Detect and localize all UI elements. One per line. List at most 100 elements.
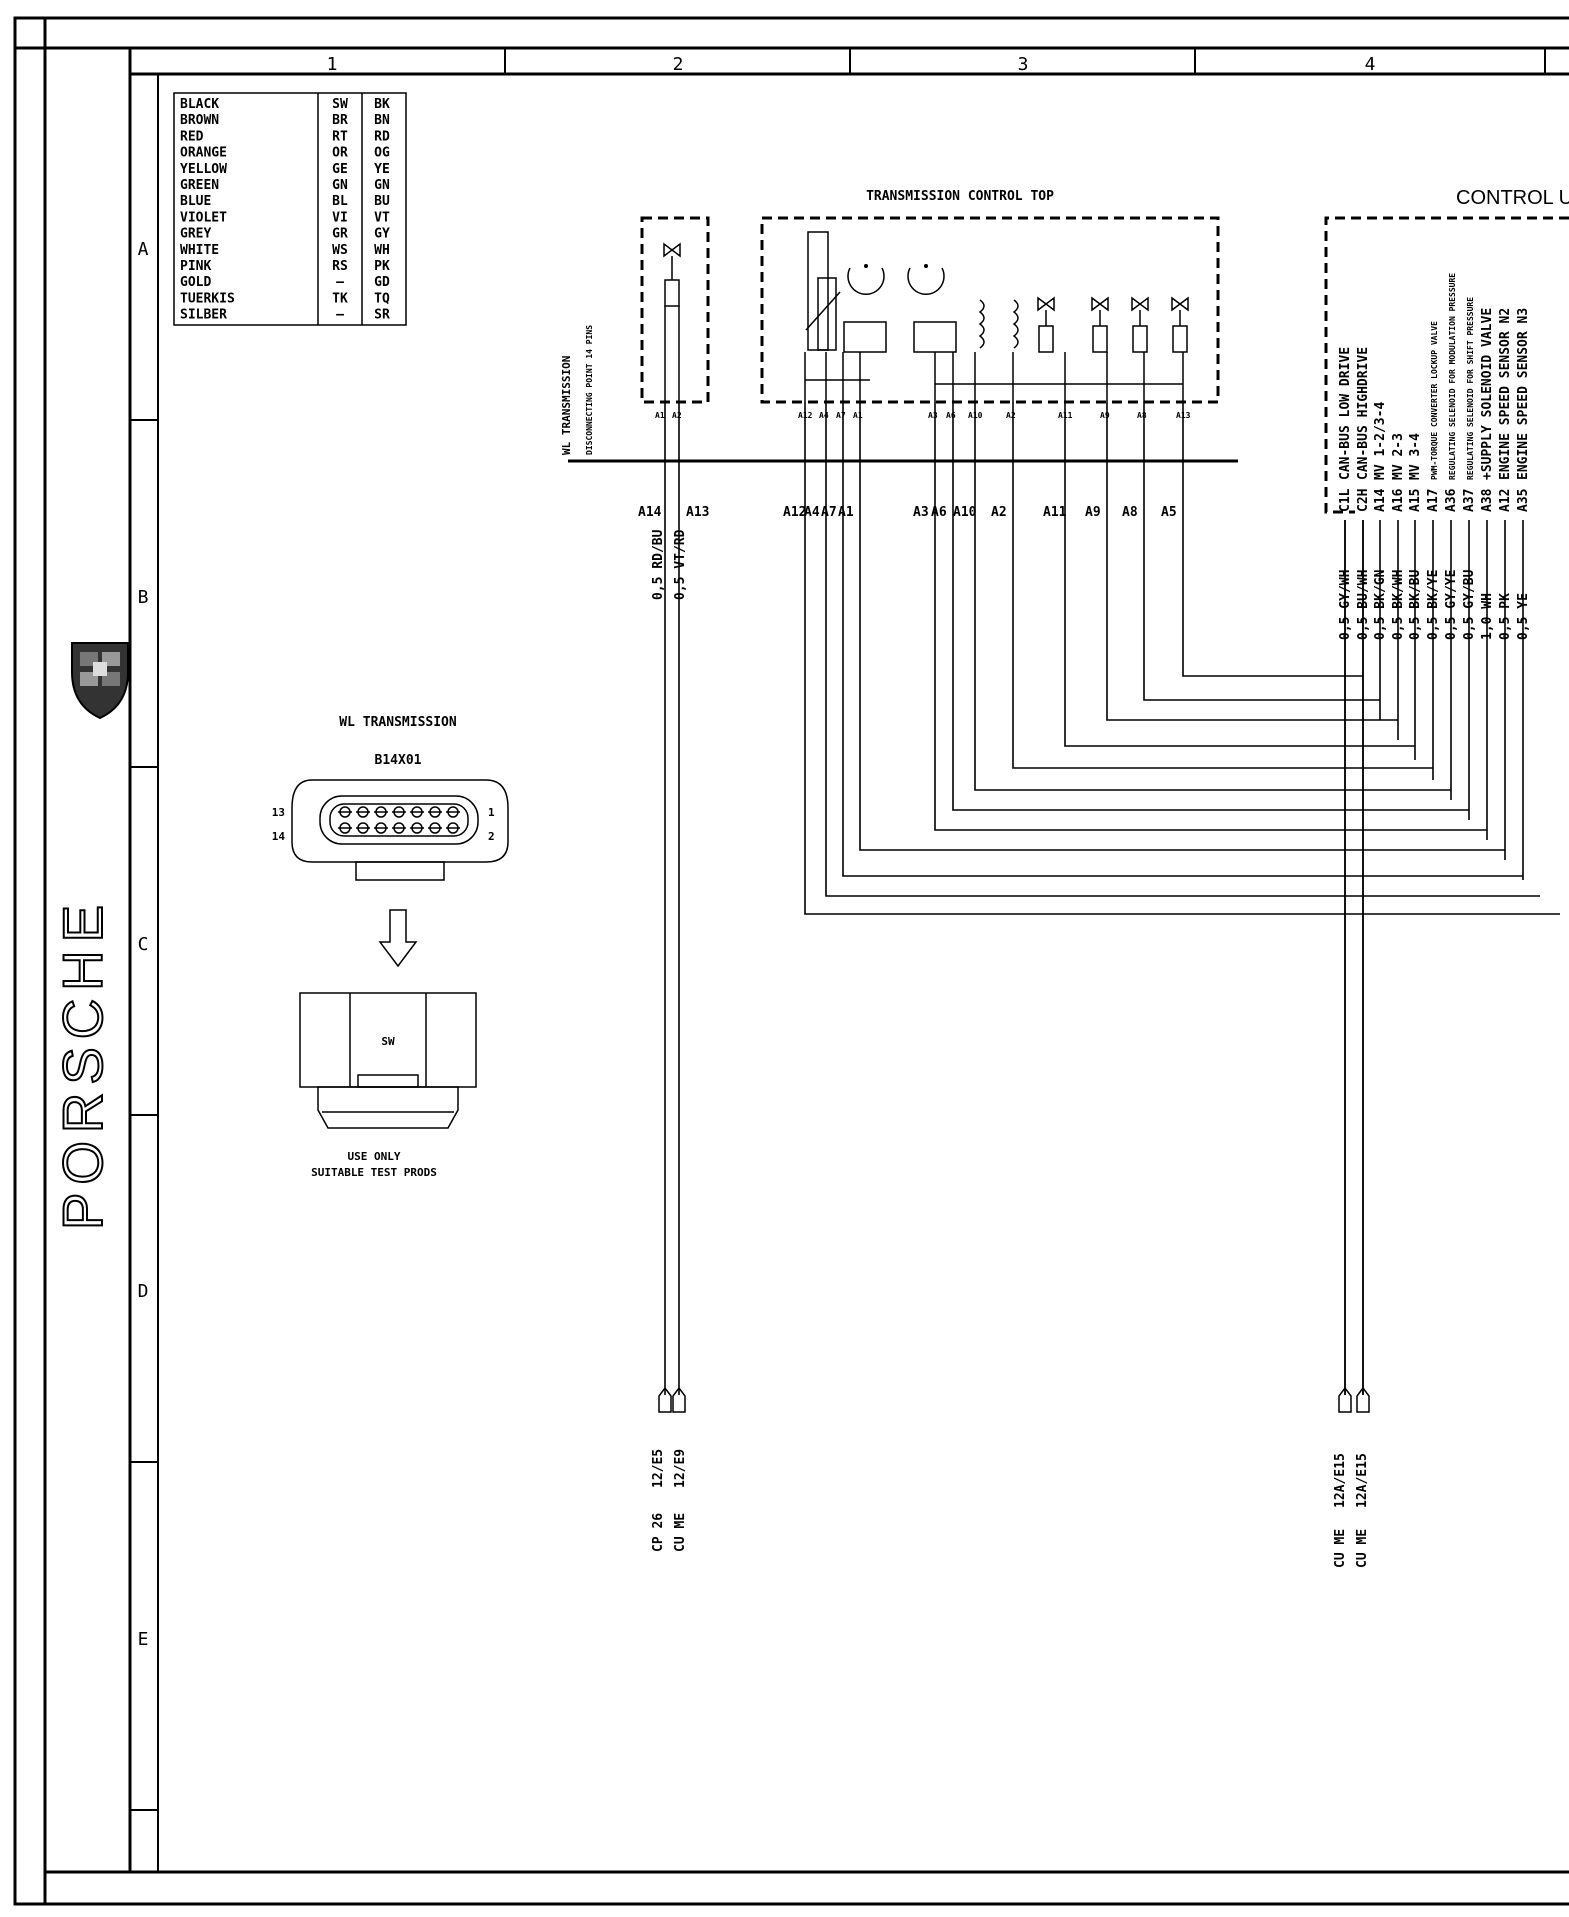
housing-color: SW (381, 1035, 395, 1048)
legend-color-name: GREY (180, 227, 211, 242)
inner-frame (43, 46, 1569, 1874)
row-label-c: C (138, 934, 149, 955)
legend-code-de: GE (332, 162, 348, 177)
legend-code-en: VT (374, 210, 390, 225)
harness-pin-label: A5 (1161, 505, 1177, 520)
pin-label-2: 2 (488, 830, 495, 843)
wire-reference: CU ME (1333, 1529, 1348, 1568)
harness-pin-label: A11 (1043, 505, 1067, 520)
solenoid-valve-icon (1131, 296, 1149, 312)
harness-pin-label: A2 (991, 505, 1007, 520)
valve-icon (663, 242, 681, 258)
harness-wire (1064, 402, 1415, 747)
cu-signal-label: CAN-BUS HIGHDRIVE (1356, 347, 1371, 480)
row-label-d: D (138, 1281, 149, 1302)
wire-reference: 12/E9 (673, 1449, 688, 1488)
harness-wire (859, 402, 1505, 851)
wl-transmission-subtitle: DISCONNECTING POINT 14 PINS (585, 325, 594, 455)
harness-wire (1182, 402, 1363, 677)
left-module-pin-a1: A1 (655, 411, 665, 420)
legend-code-de: TK (332, 291, 348, 306)
legend-color-name: BLACK (180, 97, 219, 112)
connector-title: WL TRANSMISSION (339, 715, 457, 730)
cu-pin: C1L (1338, 488, 1353, 512)
top-pin-label: A3 (928, 411, 938, 420)
harness-wire (934, 402, 1487, 831)
harness-pin-label: A14 (638, 505, 662, 520)
column-label-2: 2 (673, 54, 684, 75)
legend-code-de: SW (332, 97, 348, 112)
harness-pin-label: A12 (783, 505, 806, 520)
top-pin-label: A8 (1137, 411, 1147, 420)
cu-signal-label: REGULATING SELENOID FOR MODULATION PRESS… (1448, 273, 1457, 480)
harness-pin-label: A8 (1122, 505, 1138, 520)
legend-color-name: BLUE (180, 194, 211, 209)
legend-color-name: SILBER (180, 308, 227, 323)
outer-frame (13, 16, 1569, 1906)
legend-code-en: BN (374, 113, 390, 128)
column-label-4: 4 (1365, 54, 1376, 75)
cu-pin: A12 (1498, 489, 1513, 512)
legend-code-de: OR (332, 146, 348, 161)
legend-code-en: BU (374, 194, 390, 209)
legend-color-name: ORANGE (180, 146, 227, 161)
cu-signal-label: ENGINE SPEED SENSOR N3 (1516, 308, 1531, 480)
legend-color-name: PINK (180, 259, 211, 274)
top-pin-label: A9 (1100, 411, 1110, 420)
cu-pin: A36 (1444, 488, 1459, 512)
brand-wordmark: PORSCHE (51, 897, 114, 1230)
legend-code-de: — (336, 275, 344, 290)
cu-pin: A17 (1426, 489, 1441, 512)
connector-id: B14X01 (375, 753, 422, 768)
plug-end-icon (672, 1386, 686, 1413)
cu-signal-label: MV 1-2/3-4 (1373, 402, 1388, 480)
transmission-top-title: TRANSMISSION CONTROL TOP (866, 189, 1054, 204)
legend-code-en: RD (374, 129, 390, 144)
legend-code-de: GN (332, 178, 348, 193)
cu-signal-label: MV 2-3 (1391, 433, 1406, 480)
row-label-a: A (138, 239, 149, 260)
legend-code-de: RS (332, 259, 348, 274)
harness-pin-label: A13 (686, 505, 709, 520)
pin-label-13: 13 (272, 806, 285, 819)
harness-pin-label: A1 (838, 505, 854, 520)
wl-transmission-title: WL TRANSMISSION (560, 356, 573, 455)
cu-signal-label: CAN-BUS LOW DRIVE (1338, 347, 1353, 480)
plug-end-icon (1338, 1386, 1352, 1413)
top-pin-label: A2 (1006, 411, 1016, 420)
legend-code-en: OG (374, 146, 390, 161)
control-unit-title: CONTROL U (1456, 187, 1569, 209)
cu-signal-label: REGULATING SELENOID FOR SHIFT PRESSURE (1466, 297, 1475, 480)
top-pin-label: A1 (853, 411, 863, 420)
column-label-3: 3 (1018, 54, 1029, 75)
wire-reference: 12/E5 (651, 1449, 666, 1488)
left-module-pin-a2: A2 (672, 411, 682, 420)
legend-color-name: VIOLET (180, 210, 227, 225)
legend-code-en: TQ (374, 291, 390, 306)
harness-wire (952, 402, 1469, 811)
legend-code-en: PK (374, 259, 390, 274)
connector-note-1: USE ONLY (348, 1150, 401, 1163)
cu-signal-label: +SUPPLY SOLENOID VALVE (1480, 308, 1495, 480)
arrow-down-icon (378, 909, 418, 968)
cu-pin: A35 (1516, 489, 1531, 512)
legend-code-en: GY (374, 227, 390, 242)
top-pin-label: A7 (836, 411, 846, 420)
harness-wire (1012, 402, 1433, 769)
cu-pin: A37 (1462, 489, 1477, 512)
harness-pin-label: A7 (821, 505, 837, 520)
harness-pin-label: A6 (931, 505, 947, 520)
legend-color-name: YELLOW (180, 162, 227, 177)
harness-pin-label: A4 (804, 505, 820, 520)
harness-pin-label: A9 (1085, 505, 1101, 520)
row-label-b: B (138, 587, 149, 608)
cu-pin: A14 (1373, 488, 1388, 512)
top-pin-label: A4 (819, 411, 829, 420)
wire-reference: CU ME (1355, 1529, 1370, 1568)
legend-color-name: TUERKIS (180, 291, 235, 306)
plug-end-icon (658, 1386, 672, 1413)
